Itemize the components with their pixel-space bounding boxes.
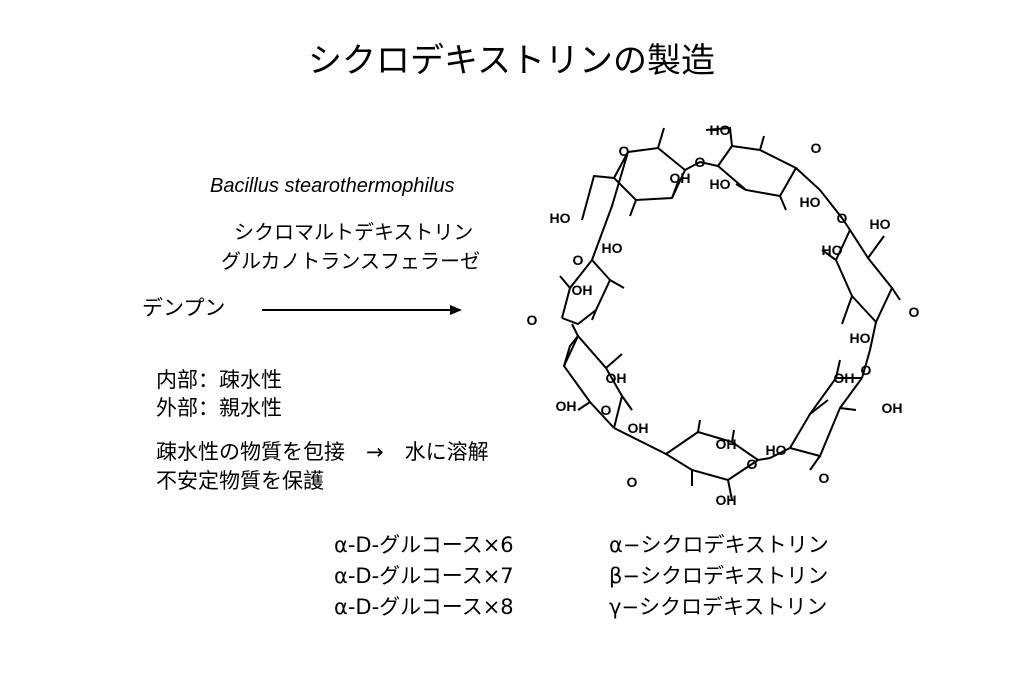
atom-label-17: HO	[870, 216, 891, 232]
atom-label-3: O	[811, 140, 822, 156]
glycosidic-bond-3	[861, 321, 877, 379]
atom-label-4: O	[837, 210, 848, 226]
substituent-bond-2	[671, 181, 679, 199]
substituent-bond-14	[809, 455, 821, 471]
substituent-bond-15	[809, 399, 829, 415]
atom-label-8: O	[747, 456, 758, 472]
substituent-bond-27	[591, 309, 597, 321]
cyclodextrin-beta: β−シクロデキストリン	[609, 564, 829, 588]
atom-label-20: OH	[834, 370, 855, 386]
substituent-bond-16	[835, 359, 841, 379]
atom-label-27: OH	[556, 398, 577, 414]
substituent-bond-5	[705, 126, 733, 147]
glycosidic-bond-2	[795, 167, 851, 231]
substituent-bond-24	[571, 323, 579, 337]
use-protection: 不安定物質を保護	[156, 469, 324, 493]
substituent-bond-21	[577, 401, 591, 411]
substituent-bond-10	[891, 287, 901, 301]
page-title: シクロデキストリンの製造	[308, 41, 715, 81]
glycosidic-bond-6	[563, 335, 579, 367]
glycosidic-bond-5	[613, 427, 667, 455]
atom-label-11: O	[527, 312, 538, 328]
atom-label-5: O	[909, 304, 920, 320]
substituent-bond-6	[759, 135, 765, 151]
atom-label-12: O	[573, 252, 584, 268]
atom-label-15: HO	[710, 176, 731, 192]
inner-property: 内部：疎水性	[156, 368, 282, 392]
atom-label-2: O	[695, 154, 706, 170]
atom-label-19: HO	[850, 330, 871, 346]
substituent-bond-26	[609, 279, 625, 289]
substituent-bond-23	[621, 395, 633, 411]
glucose-count-beta: α-D-グルコース×7	[334, 564, 514, 588]
glycosidic-bond-7	[591, 151, 629, 261]
glycosidic-bond-1	[684, 160, 719, 171]
glucose-count-gamma: α-D-グルコース×8	[334, 595, 514, 619]
substituent-bond-8	[735, 183, 747, 191]
substituent-bond-9	[867, 235, 885, 259]
glucose-count-alpha: α-D-グルコース×6	[334, 533, 514, 557]
substrate-label: デンプン	[142, 296, 226, 320]
atom-label-22: HO	[766, 442, 787, 458]
reaction-arrow	[262, 305, 462, 315]
glucose-ring-4	[788, 377, 863, 458]
atom-label-30: HO	[550, 210, 571, 226]
substituent-bond-4	[581, 174, 615, 221]
atom-label-16: HO	[800, 194, 821, 210]
enzyme-name-line2: グルカノトランスフェラーゼ	[221, 249, 480, 273]
atom-label-23: OH	[716, 436, 737, 452]
atom-label-26: OH	[606, 370, 627, 386]
atom-label-21: OH	[882, 400, 903, 416]
glucose-ring-3	[834, 229, 894, 324]
atom-label-7: O	[819, 470, 830, 486]
glucose-ring-5	[664, 430, 759, 482]
outer-property: 外部：親水性	[156, 396, 282, 420]
atom-label-13: HO	[710, 122, 731, 138]
atom-label-10: O	[601, 402, 612, 418]
substituent-bond-25	[559, 275, 571, 289]
substituent-bond-12	[821, 249, 837, 261]
enzyme-name-line1: シクロマルトデキストリン	[234, 220, 474, 244]
use-inclusion: 疎水性の物質を包接 → 水に溶解	[156, 440, 489, 464]
cyclodextrin-gamma: γ−シクロデキストリン	[609, 595, 828, 619]
atom-label-14: OH	[670, 170, 691, 186]
atom-label-9: O	[627, 474, 638, 490]
molecule-bonds	[559, 126, 901, 501]
substituent-bond-19	[697, 419, 701, 433]
atom-label-1: O	[619, 143, 630, 159]
atom-label-6: O	[861, 362, 872, 378]
substituent-bond-17	[727, 479, 733, 501]
atom-label-28: OH	[572, 282, 593, 298]
atom-label-18: HO	[822, 242, 843, 258]
atom-label-24: OH	[716, 492, 737, 508]
cyclodextrin-alpha: α−シクロデキストリン	[609, 533, 829, 557]
organism-name: Bacillus stearothermophilus	[210, 175, 455, 197]
atom-label-25: OH	[628, 420, 649, 436]
substituent-bond-13	[839, 407, 857, 411]
substituent-bond-20	[731, 429, 735, 443]
substituent-bond-22	[605, 353, 623, 369]
substituent-bond-1	[657, 127, 665, 149]
atom-label-29: HO	[602, 240, 623, 256]
substituent-bond-11	[841, 295, 853, 325]
substituent-bond-3	[629, 199, 637, 217]
glycosidic-bond-4	[757, 447, 791, 461]
substituent-bond-7	[779, 195, 787, 211]
